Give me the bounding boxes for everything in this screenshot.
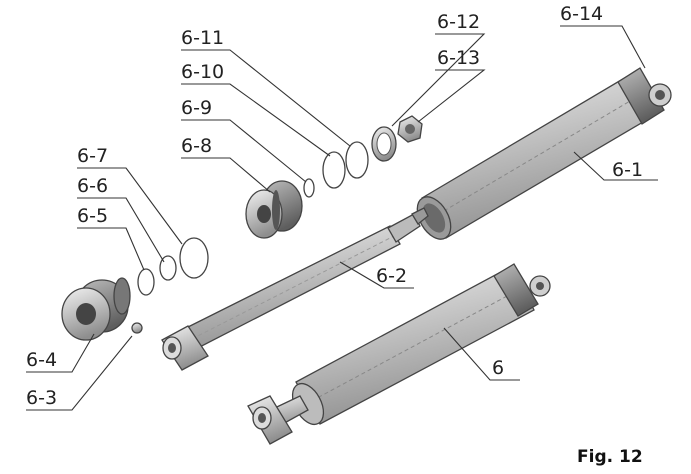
callout-6-13: 6-13 <box>437 47 480 69</box>
callout-6-4: 6-4 <box>26 349 57 371</box>
gland-6-4 <box>61 277 131 341</box>
callout-6-2: 6-2 <box>376 265 407 287</box>
seal-rings-upper <box>303 126 397 198</box>
leader-lines <box>26 25 658 411</box>
barrel-6-1 <box>416 67 672 240</box>
callout-6-3: 6-3 <box>26 387 57 409</box>
callout-6: 6 <box>492 357 504 379</box>
nut-6-13 <box>397 115 423 143</box>
seal-rings-lower <box>137 237 209 296</box>
callout-6-11: 6-11 <box>181 27 224 49</box>
piston-rod-6-2 <box>161 207 429 371</box>
figure-caption: Fig. 12 <box>577 447 643 467</box>
callout-6-14: 6-14 <box>560 3 603 25</box>
callout-6-12: 6-12 <box>437 11 480 33</box>
callout-6-10: 6-10 <box>181 61 224 83</box>
piston-6-8 <box>245 180 303 239</box>
callout-6-8: 6-8 <box>181 135 212 157</box>
ball-6-3 <box>131 322 143 334</box>
callout-6-7: 6-7 <box>77 145 108 167</box>
callout-6-1: 6-1 <box>612 159 643 181</box>
callout-6-6: 6-6 <box>77 175 108 197</box>
callout-6-5: 6-5 <box>77 205 108 227</box>
callout-6-9: 6-9 <box>181 97 212 119</box>
assembled-cylinder-6 <box>247 263 551 445</box>
